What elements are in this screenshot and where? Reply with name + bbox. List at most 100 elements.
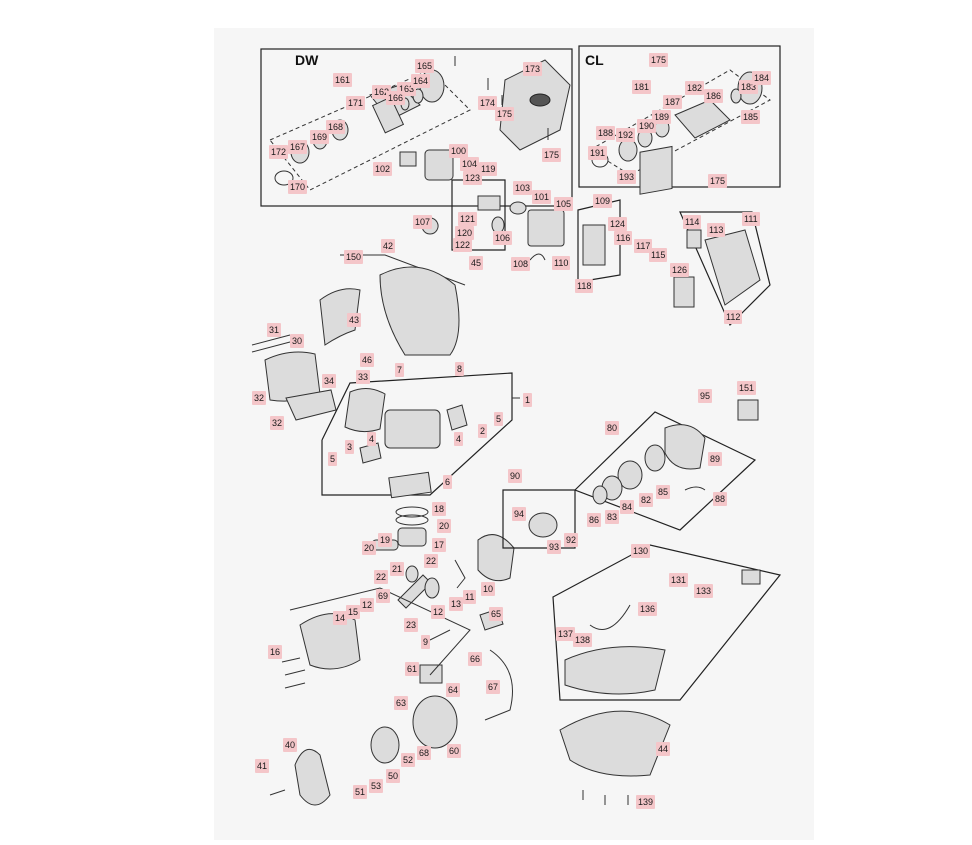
callout-164: 164 — [411, 74, 431, 88]
callout-106: 106 — [493, 231, 513, 245]
callout-46: 46 — [360, 353, 375, 367]
callout-84: 84 — [620, 500, 635, 514]
callout-51: 51 — [353, 785, 368, 799]
crankcase-group — [281, 587, 471, 689]
callout-8: 8 — [455, 362, 465, 376]
callout-175b: 175 — [542, 148, 562, 162]
callout-2: 2 — [478, 424, 488, 438]
callout-102: 102 — [373, 162, 393, 176]
callout-122: 122 — [453, 238, 473, 252]
callout-185: 185 — [741, 110, 761, 124]
callout-32a: 32 — [252, 391, 267, 405]
cl-section-box — [578, 45, 781, 188]
callout-175d: 175 — [708, 174, 728, 188]
callout-1: 1 — [523, 393, 533, 407]
callout-44: 44 — [656, 742, 671, 756]
starter-group — [573, 399, 759, 531]
callout-130: 130 — [631, 544, 651, 558]
callout-40: 40 — [283, 738, 298, 752]
callout-166: 166 — [386, 91, 406, 105]
callout-101: 101 — [532, 190, 552, 204]
callout-182: 182 — [685, 81, 705, 95]
callout-68: 68 — [417, 746, 432, 760]
callout-94: 94 — [512, 507, 527, 521]
muffler-group — [251, 334, 386, 433]
callout-31: 31 — [267, 323, 282, 337]
callout-64: 64 — [446, 683, 461, 697]
callout-93: 93 — [547, 540, 562, 554]
callout-95: 95 — [698, 389, 713, 403]
callout-121: 121 — [458, 212, 478, 226]
callout-136: 136 — [638, 602, 658, 616]
callout-171: 171 — [346, 96, 366, 110]
callout-167: 167 — [288, 140, 308, 154]
callout-108: 108 — [511, 257, 531, 271]
callout-172: 172 — [269, 145, 289, 159]
callout-69: 69 — [376, 589, 391, 603]
callout-110: 110 — [552, 256, 571, 270]
callout-45: 45 — [469, 256, 484, 270]
callout-10: 10 — [481, 582, 496, 596]
dw-bolts — [454, 56, 549, 140]
callout-23: 23 — [404, 618, 419, 632]
callout-43: 43 — [347, 313, 362, 327]
callout-11: 11 — [463, 590, 477, 604]
callout-60: 60 — [447, 744, 462, 758]
callout-33: 33 — [356, 370, 371, 384]
callout-123: 123 — [463, 171, 483, 185]
fuel-tank-group — [552, 544, 782, 805]
callout-138: 138 — [573, 633, 593, 647]
callout-22b: 22 — [424, 554, 439, 568]
callout-173: 173 — [523, 62, 543, 76]
callout-4a: 4 — [367, 432, 377, 446]
callout-41: 41 — [255, 759, 270, 773]
diagram-sheet — [214, 28, 814, 840]
callout-109: 109 — [593, 194, 613, 208]
callout-4b: 4 — [454, 432, 464, 446]
callout-20a: 20 — [437, 519, 452, 533]
callout-86: 86 — [587, 513, 602, 527]
callout-17: 17 — [432, 538, 447, 552]
callout-190: 190 — [637, 119, 657, 133]
callout-104: 104 — [460, 157, 480, 171]
air-filter-group — [577, 145, 771, 327]
callout-82: 82 — [639, 493, 654, 507]
section-title-dw: DW — [295, 52, 319, 68]
dw-section-box — [260, 48, 573, 207]
callout-191: 191 — [588, 146, 608, 160]
callout-189: 189 — [652, 110, 672, 124]
callout-151: 151 — [737, 381, 757, 395]
callout-7: 7 — [395, 363, 405, 377]
callout-12b: 12 — [360, 598, 375, 612]
callout-88: 88 — [713, 492, 728, 506]
callout-105: 105 — [554, 197, 574, 211]
cylinder-group — [321, 372, 513, 499]
callout-15: 15 — [346, 605, 361, 619]
callout-111: 111 — [742, 212, 760, 226]
callout-187: 187 — [663, 95, 683, 109]
callout-92: 92 — [564, 533, 579, 547]
callout-65: 65 — [489, 607, 504, 621]
callout-113: 113 — [707, 223, 726, 237]
callout-6: 6 — [443, 475, 453, 489]
callout-112: 112 — [724, 310, 743, 324]
callout-175c: 175 — [649, 53, 669, 67]
callout-107: 107 — [413, 215, 433, 229]
callout-181: 181 — [632, 80, 652, 94]
callout-61: 61 — [405, 662, 420, 676]
callout-131: 131 — [669, 573, 689, 587]
callout-34: 34 — [322, 374, 337, 388]
callout-137: 137 — [556, 627, 576, 641]
callout-188: 188 — [596, 126, 616, 140]
callout-169: 169 — [310, 130, 330, 144]
callout-85: 85 — [656, 485, 671, 499]
callout-184: 184 — [752, 71, 772, 85]
callout-100: 100 — [449, 144, 469, 158]
callout-114: 114 — [683, 215, 702, 229]
callout-170: 170 — [288, 180, 308, 194]
leader-lines — [429, 397, 520, 641]
callout-50: 50 — [386, 769, 401, 783]
recoil-group — [269, 748, 331, 806]
callout-139: 139 — [636, 795, 656, 809]
callout-192: 192 — [616, 128, 636, 142]
